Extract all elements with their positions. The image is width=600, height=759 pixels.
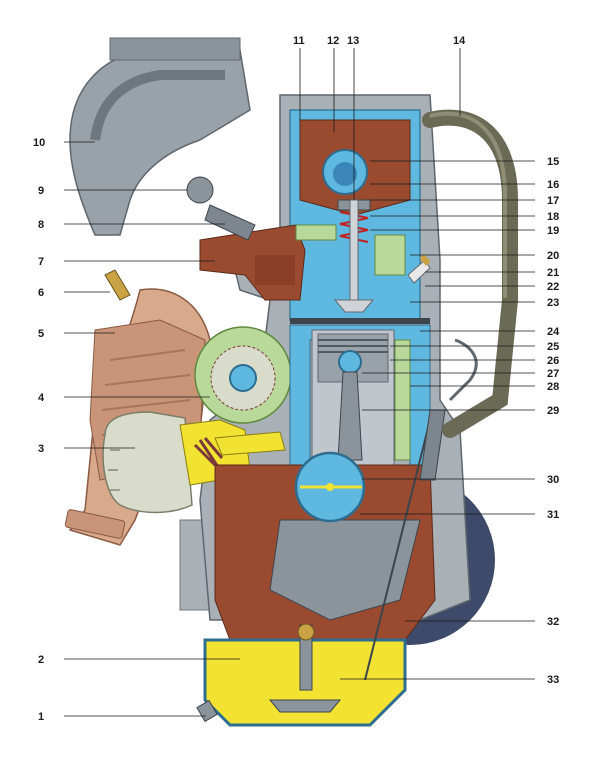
block-coolant-green (394, 339, 411, 461)
callout-26: 26 (547, 355, 559, 367)
exhaust-flange (64, 509, 126, 539)
callout-20: 20 (547, 250, 559, 262)
callout-25: 25 (547, 341, 559, 353)
callout-30: 30 (547, 474, 559, 486)
callout-5: 5 (38, 328, 44, 340)
valve-stem (349, 199, 359, 301)
callout-3: 3 (38, 443, 44, 455)
callout-31: 31 (547, 509, 559, 521)
injector-connector (186, 176, 214, 204)
connecting-rod (337, 371, 363, 461)
leader-lines (64, 48, 535, 717)
callout-29: 29 (547, 405, 559, 417)
oil-strainer-cup (268, 699, 342, 713)
callout-1: 1 (38, 711, 44, 723)
oil-filter (102, 411, 193, 514)
intake-runner (90, 70, 225, 141)
breather-hose (422, 109, 518, 438)
crankpin-center (326, 483, 334, 491)
spark-plug (407, 259, 431, 284)
callout-24: 24 (547, 326, 560, 338)
callout-labels: 1 2 3 4 5 6 7 8 9 10 11 12 13 14 15 16 1… (33, 35, 560, 723)
head-coolant-passage-b (374, 234, 406, 276)
oil-gallery (214, 431, 286, 456)
callout-8: 8 (38, 219, 44, 231)
callout-10: 10 (33, 137, 45, 149)
callout-33: 33 (547, 674, 559, 686)
callout-18: 18 (547, 211, 559, 223)
callout-28: 28 (547, 381, 559, 393)
callout-21: 21 (547, 267, 559, 279)
pickup-tube-end (297, 623, 315, 641)
crank-counterweight (269, 519, 421, 621)
callout-23: 23 (547, 297, 559, 309)
head-gasket (290, 318, 430, 324)
callout-2: 2 (38, 654, 44, 666)
throttle-flange (109, 37, 241, 61)
dipstick (364, 419, 431, 681)
callout-13: 13 (347, 35, 359, 47)
breather-hose-highlight (429, 111, 507, 298)
callout-7: 7 (38, 256, 44, 268)
fuel-injector (204, 204, 256, 241)
intake-port-inner (255, 255, 295, 285)
callout-27: 27 (547, 368, 559, 380)
callout-12: 12 (327, 35, 339, 47)
callout-22: 22 (547, 281, 559, 293)
callout-32: 32 (547, 616, 559, 628)
head-coolant-passage-a (295, 224, 337, 241)
callout-15: 15 (547, 156, 559, 168)
valve-head (333, 299, 375, 313)
callout-4: 4 (38, 392, 45, 404)
callout-19: 19 (547, 225, 559, 237)
dipstick-handle (448, 338, 478, 402)
callout-6: 6 (38, 287, 44, 299)
water-pump-hub (229, 364, 257, 392)
callout-9: 9 (38, 185, 44, 197)
piston-pin (338, 350, 362, 374)
heat-shield-ribs (101, 349, 191, 436)
callout-11: 11 (293, 35, 305, 47)
spark-plug-tip (419, 254, 431, 266)
callout-17: 17 (547, 195, 559, 207)
callout-14: 14 (453, 35, 466, 47)
camshaft-lobe (333, 162, 357, 186)
callout-16: 16 (547, 179, 559, 191)
oxygen-sensor (104, 269, 131, 301)
oil-filter-ribs (108, 449, 120, 491)
